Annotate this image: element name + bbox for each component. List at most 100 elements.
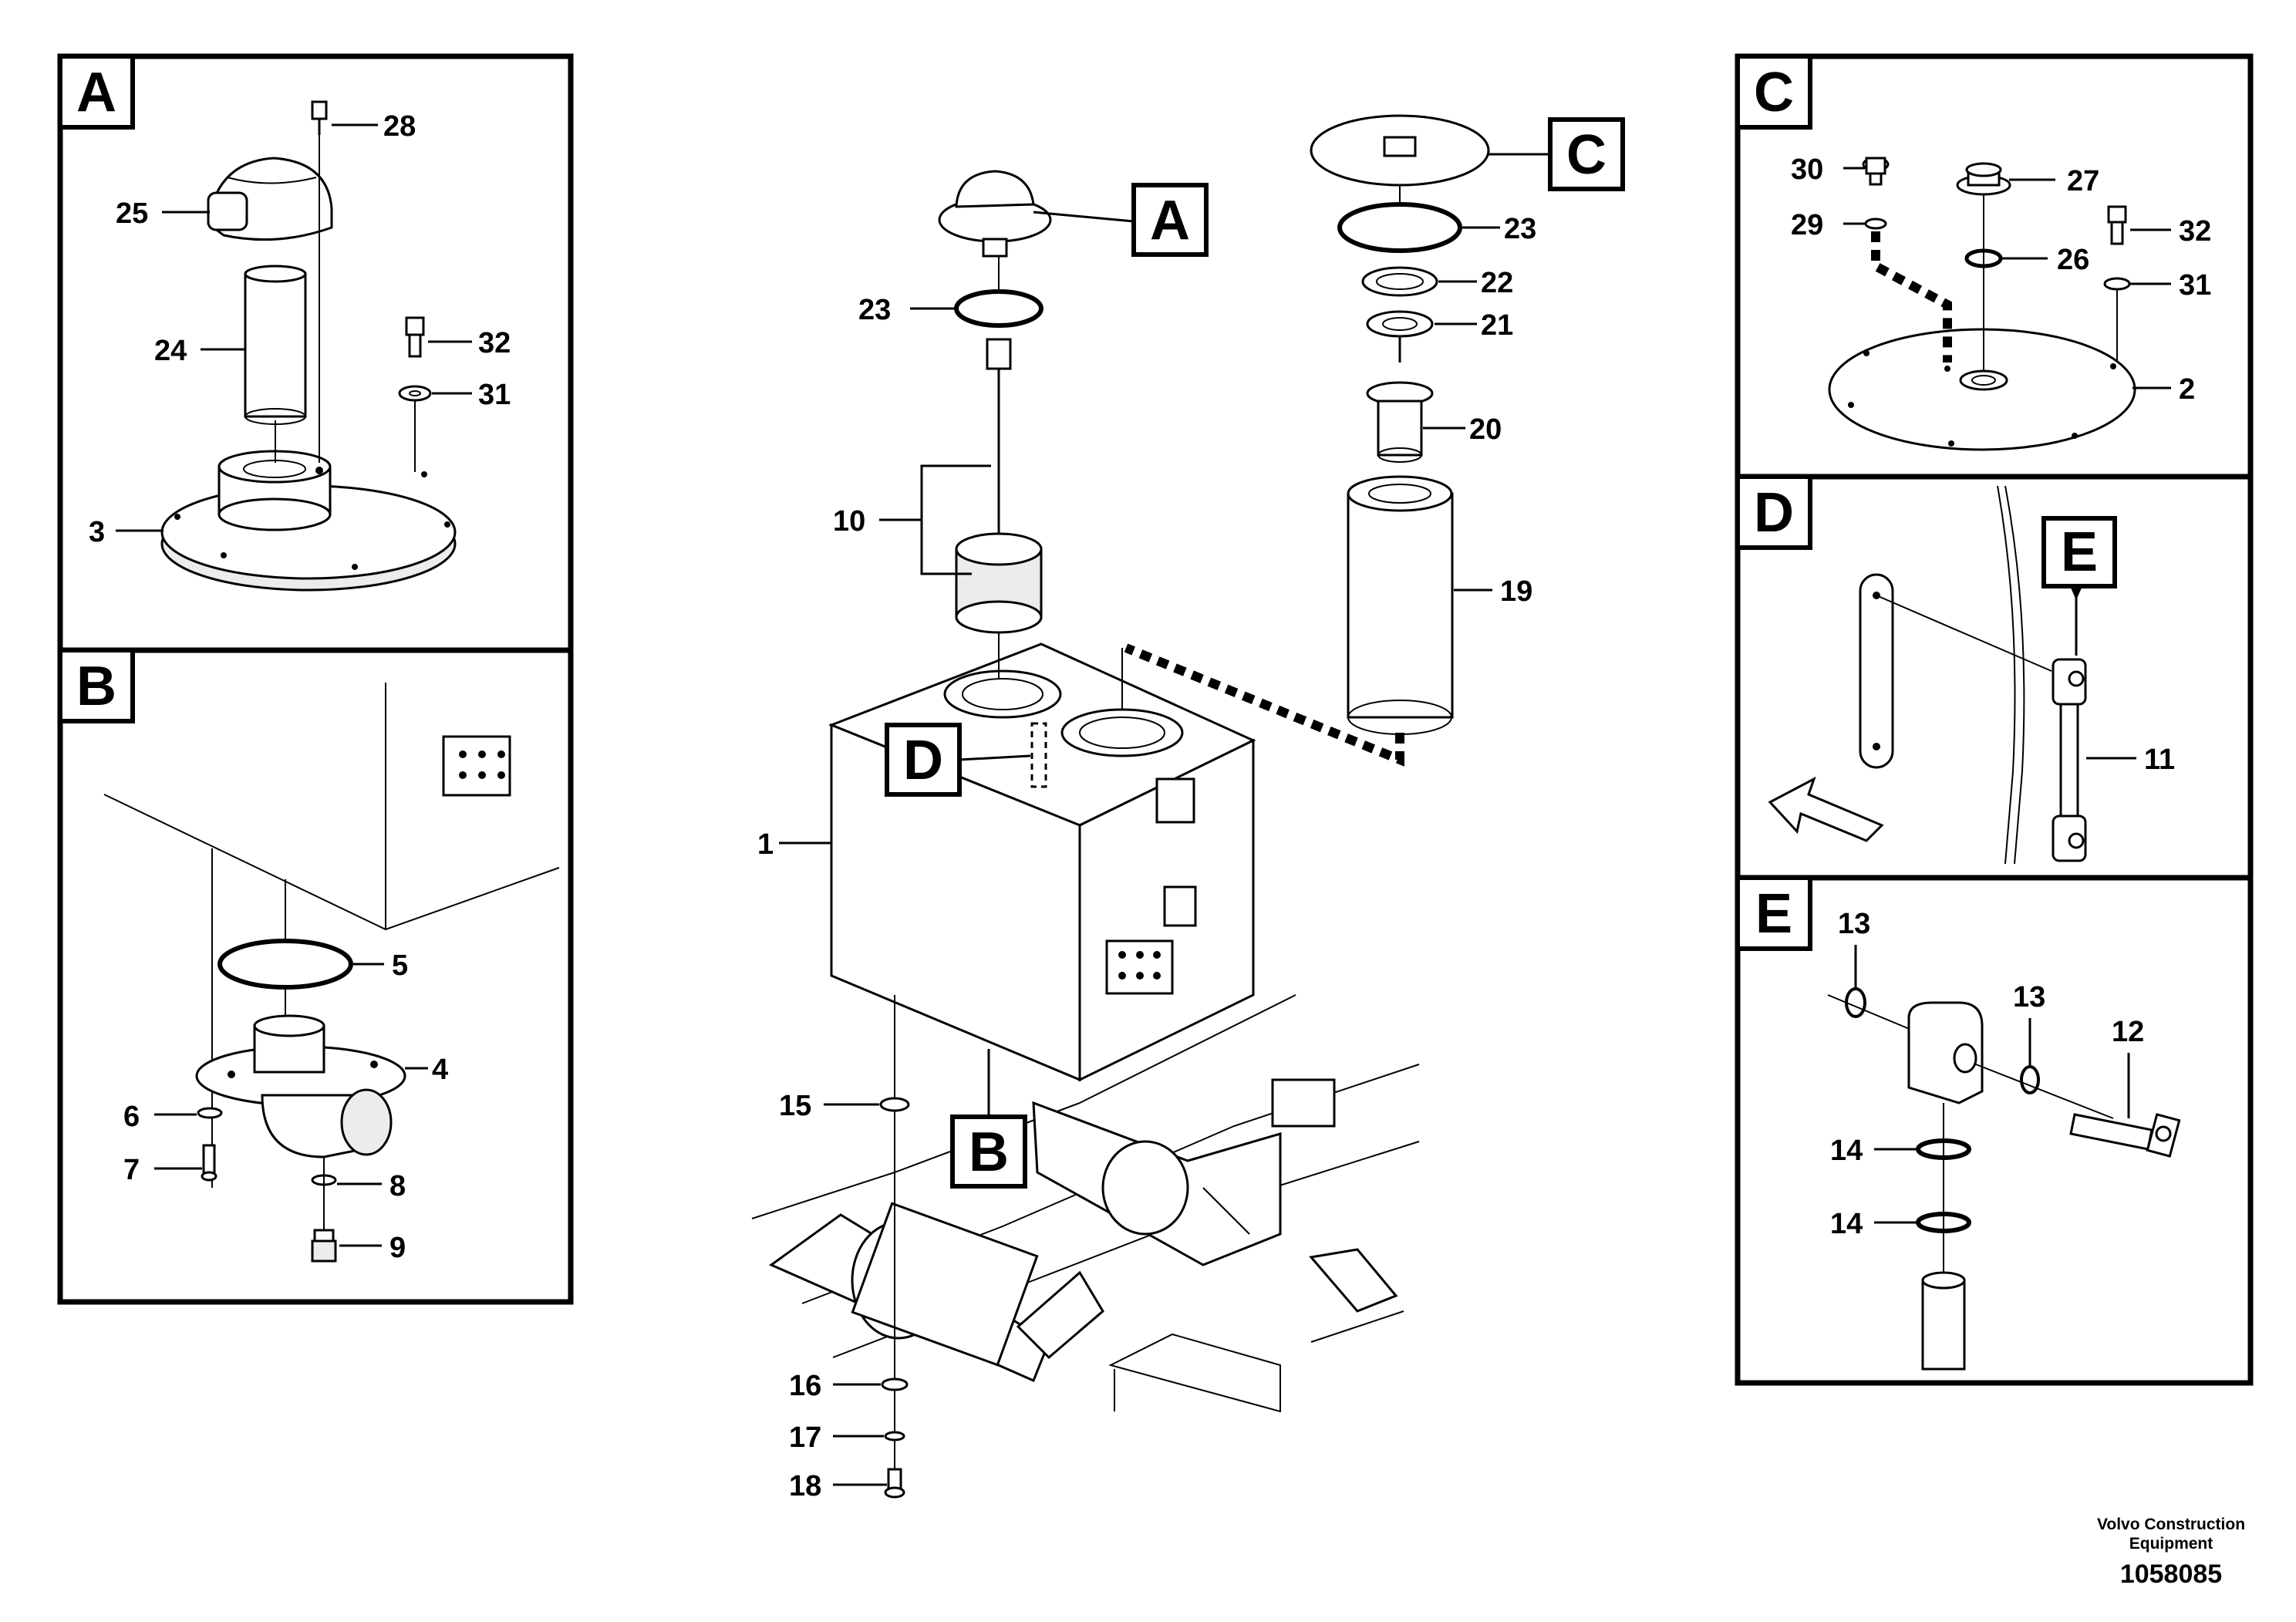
panel-a-tag: A (76, 62, 116, 123)
spring-seat-22 (1361, 266, 1438, 297)
brand-line-1: Volvo Construction (2097, 1516, 2245, 1533)
label-5: 5 (392, 949, 408, 982)
cover-plate-3 (160, 450, 457, 592)
panel-d-tag-box (1735, 474, 1812, 550)
bolt-12 (2069, 1113, 2181, 1158)
label-31: 31 (478, 379, 511, 411)
label-26: 26 (2057, 244, 2089, 276)
washer-16 (881, 1378, 909, 1391)
main-assembly: A C D B 23 10 1 15 16 17 18 (751, 114, 1625, 1502)
brand-line-2: Equipment (2129, 1535, 2213, 1553)
label-19: 19 (1500, 575, 1532, 608)
label-10: 10 (833, 505, 865, 538)
callout-e-label: E (2061, 521, 2098, 583)
label-30: 30 (1791, 153, 1823, 186)
panel-b-tag: B (76, 656, 116, 717)
panel-a-tag-box (58, 54, 135, 130)
hydraulic-tank-1 (828, 642, 1256, 1082)
label-16: 16 (789, 1370, 821, 1402)
label-27: 27 (2067, 165, 2099, 197)
washer-31 (398, 385, 432, 472)
callout-d-label: D (903, 730, 943, 791)
label-13-right: 13 (2013, 981, 2045, 1013)
detail-panel-e: E 13 13 1 (1735, 875, 2254, 1386)
level-sensor (1030, 722, 1047, 788)
label-7: 7 (123, 1154, 140, 1186)
label-32: 32 (478, 327, 511, 359)
label-21: 21 (1481, 309, 1513, 342)
label-3: 3 (89, 516, 105, 548)
tank-bottom-outline (103, 683, 560, 1188)
label-1: 1 (757, 828, 774, 861)
screw-28 (311, 100, 328, 135)
breather-assembly (938, 170, 1135, 258)
panel-e-tag-box (1735, 875, 1812, 951)
footer-branding: Volvo Construction Equipment 1058085 (2097, 1516, 2245, 1589)
filler-strainer-10 (955, 338, 1043, 679)
o-ring-23-right (1337, 202, 1462, 253)
panel-e-tag: E (1755, 883, 1792, 945)
label-23-right: 23 (1504, 213, 1536, 245)
panel-b-tag-box (58, 648, 135, 723)
washer-6 (197, 1107, 223, 1119)
panel-c-tag-box (1735, 54, 1812, 130)
callout-c-label: C (1566, 124, 1607, 186)
screw-18 (884, 1468, 905, 1499)
label-28: 28 (383, 110, 416, 143)
label-20: 20 (1469, 413, 1502, 446)
label-15: 15 (779, 1090, 811, 1122)
label-6: 6 (123, 1101, 140, 1133)
label-2: 2 (2179, 373, 2195, 406)
callout-e: E (2041, 516, 2117, 656)
panel-d-tag: D (1754, 482, 1794, 544)
washer-31-c (2103, 277, 2131, 291)
callout-b-label: B (969, 1121, 1009, 1183)
label-18: 18 (789, 1470, 821, 1502)
label-17: 17 (789, 1421, 821, 1454)
detail-panel-d: D E 11 (1735, 474, 2254, 881)
o-ring-13-left (1845, 987, 1866, 1018)
filter-element-19 (1347, 475, 1454, 735)
washer-15 (879, 1097, 910, 1112)
cover-plate-2 (1828, 328, 2136, 451)
return-filter-cover-2 (1310, 114, 1550, 187)
label-14-lower: 14 (1830, 1208, 1863, 1240)
label-22: 22 (1481, 267, 1513, 299)
label-13-left: 13 (1838, 908, 1870, 940)
sensor-tube (1921, 1271, 1966, 1371)
machine-frame (751, 994, 1420, 1413)
drain-plug-9 (311, 1229, 337, 1263)
washer-17 (884, 1431, 905, 1442)
washer-29 (1864, 218, 1887, 230)
detail-panel-c: C (1735, 53, 2254, 480)
o-ring-13-right (2020, 1065, 2040, 1094)
label-25: 25 (116, 197, 148, 230)
label-23-left: 23 (858, 294, 891, 326)
callout-d: D (885, 723, 1031, 797)
mounting-bracket (1859, 573, 1894, 769)
screw-7 (201, 1144, 217, 1182)
label-14-upper: 14 (1830, 1135, 1863, 1167)
valve-21 (1366, 310, 1434, 363)
o-ring-5 (217, 939, 353, 990)
panel-c-tag: C (1754, 62, 1794, 123)
label-24: 24 (154, 335, 187, 367)
vent-screw-27 (1956, 162, 2011, 196)
callout-c: C (1548, 117, 1625, 191)
label-8: 8 (389, 1170, 406, 1202)
screw-32-c (2107, 205, 2127, 245)
suction-flange-4 (195, 1014, 406, 1158)
filter-cartridge-24 (244, 265, 307, 463)
callout-a-label: A (1150, 190, 1190, 251)
direction-arrow-icon (1768, 776, 1884, 842)
label-31-c: 31 (2179, 269, 2211, 302)
sensor-block (1907, 1001, 1984, 1104)
label-11: 11 (2144, 744, 2175, 776)
tank-wall-edge (1997, 485, 2025, 865)
filter-holder-20 (1366, 381, 1434, 463)
label-4: 4 (432, 1054, 448, 1086)
screw-32 (405, 316, 425, 358)
callout-b: B (950, 1049, 1027, 1189)
label-12: 12 (2112, 1016, 2144, 1048)
